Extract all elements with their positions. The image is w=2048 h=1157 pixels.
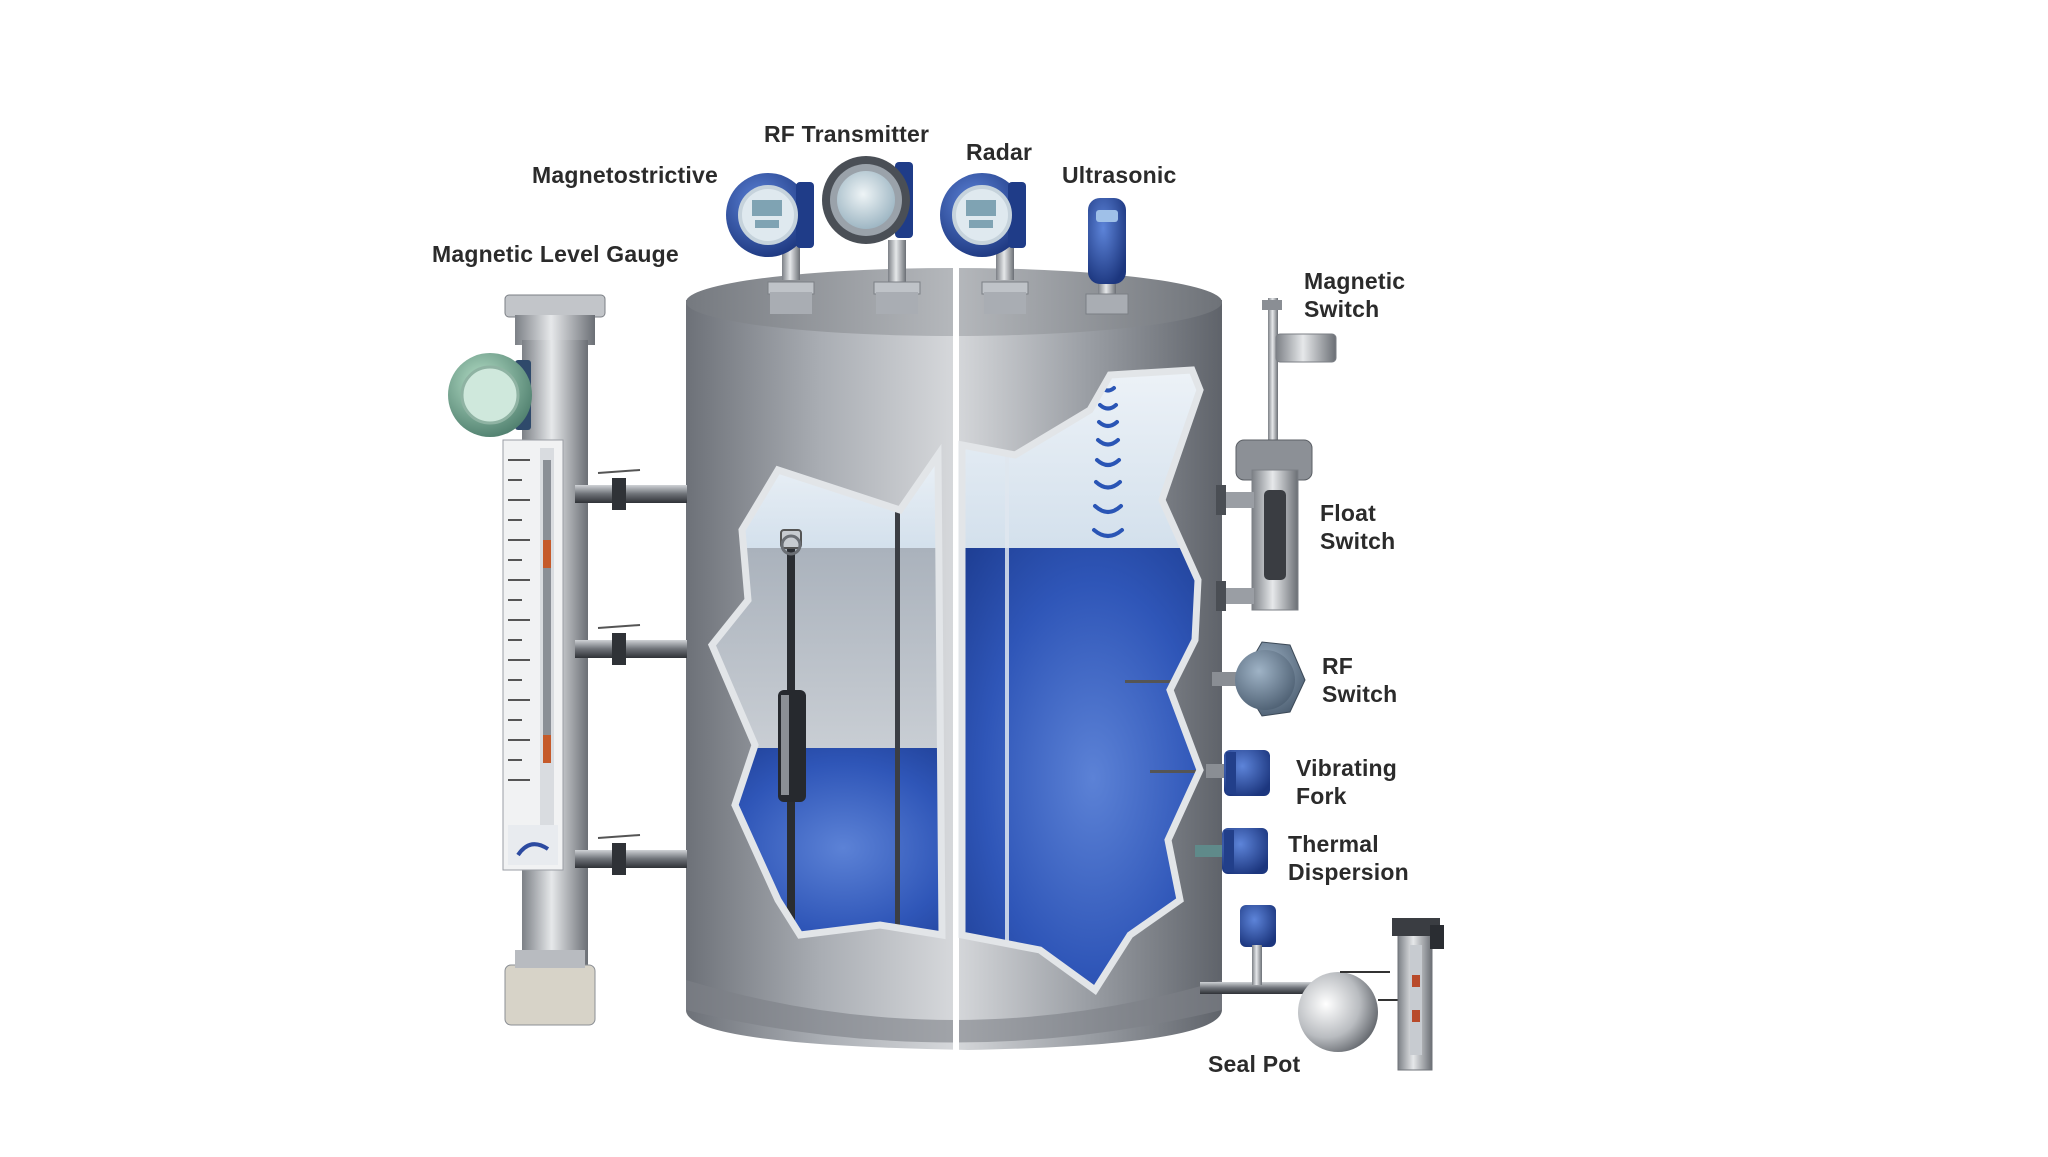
label-thermal-dispersion-line2: Dispersion [1288,859,1409,885]
thermal-sensor-icon [1195,828,1268,874]
level-gauge-icon [502,439,564,871]
label-radar: Radar [966,139,1033,165]
label-thermal-dispersion-line1: Thermal [1288,831,1379,857]
seal-pot-icon [1200,905,1444,1071]
ultrasonic-sensor[interactable] [1085,198,1129,315]
rf-switch[interactable] [1212,641,1306,717]
storage-tank [686,268,1222,1050]
label-magnetic-switch: Magnetic Switch [1304,267,1405,323]
rf-switch-housing-icon [1212,641,1306,717]
label-rf-switch-line2: Switch [1322,681,1398,707]
label-float-switch-line1: Float [1320,500,1376,526]
gauge-connection-pipes [575,469,687,875]
label-magnetostrictive: Magnetostrictive [532,162,718,188]
magnetic-level-gauge[interactable] [448,294,606,1026]
label-rf-switch-line1: RF [1322,653,1354,679]
magnetostrictive-transmitter[interactable] [726,173,815,314]
vibrating-fork-icon [1206,750,1270,796]
label-rf-switch: RF Switch [1322,652,1397,708]
transmitter-head-icon [940,173,1026,257]
label-ultrasonic: Ultrasonic [1062,162,1177,188]
seal-pot[interactable] [1200,905,1444,1071]
transmitter-head-icon [726,173,814,257]
label-seal-pot: Seal Pot [1208,1051,1301,1077]
label-vibrating-fork-line1: Vibrating [1296,755,1398,781]
rf-transmitter[interactable] [822,156,921,314]
thermal-dispersion[interactable] [1195,828,1268,874]
radar-transmitter[interactable] [940,173,1029,314]
float-switch[interactable] [1216,439,1313,611]
ultrasonic-sensor-icon [1088,198,1126,284]
label-magnetic-switch-line2: Switch [1304,296,1380,322]
label-rf-transmitter: RF Transmitter [764,121,930,147]
magnetic-switch[interactable] [1262,298,1337,448]
label-magnetic-level-gauge: Magnetic Level Gauge [432,241,679,267]
magnetic-switch-icon [1262,298,1337,448]
transmitter-head-icon [822,156,913,244]
float-chamber-icon [1216,439,1313,611]
label-vibrating-fork-line2: Fork [1296,783,1347,809]
right-cutaway [958,366,1204,996]
label-thermal-dispersion: Thermal Dispersion [1288,830,1409,886]
label-magnetic-switch-line1: Magnetic [1304,268,1406,294]
label-float-switch-line2: Switch [1320,528,1396,554]
label-vibrating-fork: Vibrating Fork [1296,754,1397,810]
vibrating-fork[interactable] [1206,750,1270,796]
label-float-switch: Float Switch [1320,499,1395,555]
transmitter-head-icon [448,353,532,437]
